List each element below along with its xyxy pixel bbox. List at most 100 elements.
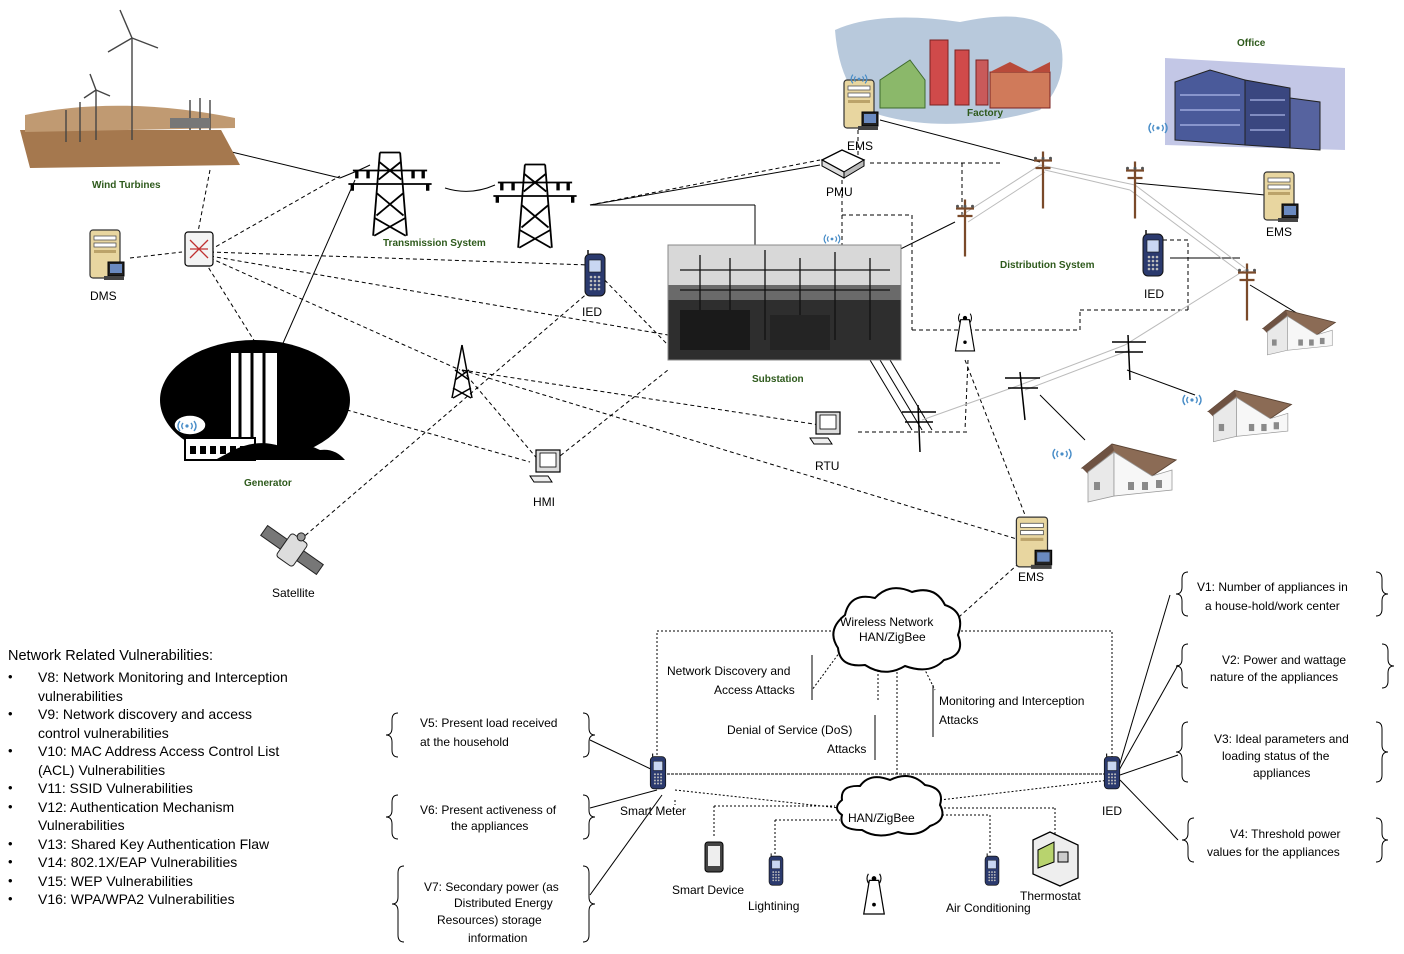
factory-image [835, 16, 1063, 124]
svg-text:appliances: appliances [1253, 766, 1310, 780]
ems-office-server-icon [1263, 171, 1299, 223]
network-vulnerabilities-list: V8: Network Monitoring and Interception … [8, 668, 288, 909]
substation-label: Substation [752, 374, 804, 385]
hmi-label: HMI [533, 495, 555, 509]
wireless-network-cloud [832, 587, 962, 673]
utility-pole-icon [1032, 150, 1054, 210]
list-item: V14: 802.1X/EAP Vulnerabilities [8, 853, 288, 872]
distribution-system-label: Distribution System [1000, 260, 1095, 271]
network-discovery-attack-label: Network Discovery and Access Attacks [667, 655, 813, 700]
ied-home-icon [1103, 752, 1121, 790]
network-vulnerabilities-panel: Network Related Vulnerabilities: V8: Net… [8, 648, 288, 909]
list-item: V8: Network Monitoring and Interception … [8, 668, 288, 705]
dms-label: DMS [90, 289, 117, 303]
svg-text:V4: Threshold power: V4: Threshold power [1230, 827, 1341, 841]
ems-home-server-icon [1015, 516, 1053, 570]
svg-text:at the household: at the household [420, 735, 509, 749]
ied-distribution-icon [1142, 230, 1164, 277]
list-item: V13: Shared Key Authentication Flaw [8, 835, 288, 854]
vulnerability-v6: V6: Present activeness of the appliances [385, 794, 596, 840]
distribution-pole-icon [902, 334, 1146, 453]
satellite-label: Satellite [272, 586, 315, 600]
wireless-network-label: Wireless Network [840, 615, 934, 629]
smart-device-label: Smart Device [672, 883, 744, 897]
han-router-icon [862, 872, 886, 915]
ems-home-label: EMS [1018, 570, 1044, 584]
monitoring-attack-label: Monitoring and Interception Attacks [932, 685, 1084, 737]
svg-text:V5: Present load received: V5: Present load received [420, 716, 557, 730]
transmission-tower-icon [347, 151, 433, 237]
svg-text:Resources) storage: Resources) storage [437, 913, 542, 927]
svg-text:information: information [468, 931, 527, 945]
utility-pole-icon [954, 198, 976, 258]
svg-text:loading status of the: loading status of the [1222, 749, 1330, 763]
thermostat-label: Thermostat [1020, 889, 1081, 903]
ems-office-label: EMS [1266, 225, 1292, 239]
svg-text:the appliances: the appliances [451, 819, 528, 833]
vulnerability-v7: V7: Secondary power (as Distributed Ener… [391, 865, 596, 945]
dos-attack-label: Denial of Service (DoS) Attacks [727, 715, 876, 760]
ied-distribution-label: IED [1144, 287, 1164, 301]
ied-transmission-label: IED [582, 305, 602, 319]
transmission-tower-icon [492, 163, 578, 249]
wireless-network-sublabel: HAN/ZigBee [859, 630, 926, 644]
vulnerability-v2: V2: Power and wattage nature of the appl… [1175, 643, 1395, 689]
ied-home-label: IED [1102, 804, 1122, 818]
vulnerability-v3: V3: Ideal parameters and loading status … [1175, 721, 1389, 783]
generator-label: Generator [244, 478, 292, 489]
network-switch-icon [184, 231, 214, 267]
svg-text:Denial of Service (DoS): Denial of Service (DoS) [727, 723, 852, 737]
lightining-device-icon [768, 852, 784, 886]
wind-turbines-label: Wind Turbines [92, 180, 161, 191]
ems-factory-server-icon [843, 79, 879, 131]
thermostat-icon [1032, 831, 1079, 887]
list-item: V9: Network discovery and access control… [8, 705, 288, 742]
svg-text:Monitoring and Interception: Monitoring and Interception [939, 694, 1084, 708]
utility-pole-icon [1236, 262, 1258, 322]
substation-image [667, 244, 902, 361]
svg-text:Network Discovery and: Network Discovery and [667, 664, 790, 678]
svg-text:values for the appliances: values for the appliances [1207, 845, 1340, 859]
house-icon [1207, 389, 1292, 443]
svg-text:V6: Present activeness of: V6: Present activeness of [420, 803, 557, 817]
satellite-icon [260, 524, 324, 576]
ems-factory-label: EMS [847, 139, 873, 153]
smart-device-icon [704, 841, 724, 873]
list-item: V12: Authentication Mechanism Vulnerabil… [8, 798, 288, 835]
ied-transmission-icon [584, 250, 606, 297]
factory-label: Factory [967, 108, 1004, 119]
office-building-image [1165, 58, 1345, 151]
rtu-computer-icon [809, 411, 841, 445]
pmu-label: PMU [826, 185, 853, 199]
transmission-system-label: Transmission System [383, 238, 486, 249]
hmi-computer-icon [529, 449, 561, 483]
svg-text:Access Attacks: Access Attacks [714, 683, 795, 697]
smart-meter-icon [649, 752, 667, 790]
vulnerability-v1: V1: Number of appliances in a house-hold… [1175, 571, 1389, 617]
list-item: V16: WPA/WPA2 Vulnerabilities [8, 890, 288, 909]
svg-text:Attacks: Attacks [827, 742, 866, 756]
svg-text:V1: Number of appliances in: V1: Number of appliances in [1197, 580, 1348, 594]
dms-server-icon [89, 229, 125, 281]
svg-text:V7: Secondary power (as: V7: Secondary power (as [424, 880, 559, 894]
han-zigbee-cloud [836, 775, 944, 837]
house-icon [1081, 443, 1177, 503]
svg-text:V3: Ideal parameters and: V3: Ideal parameters and [1214, 732, 1349, 746]
pmu-icon [820, 149, 866, 179]
svg-text:Distributed Energy: Distributed Energy [454, 896, 553, 910]
smart-meter-label: Smart Meter [620, 804, 686, 818]
svg-text:a house-hold/work center: a house-hold/work center [1205, 599, 1340, 613]
house-icon [1262, 309, 1336, 356]
wireless-router-icon [954, 312, 976, 352]
network-vulnerabilities-title: Network Related Vulnerabilities: [8, 648, 213, 664]
wind-turbines-image [20, 9, 240, 168]
svg-text:nature of the appliances: nature of the appliances [1210, 670, 1338, 684]
vulnerability-v5: V5: Present load received at the househo… [385, 712, 596, 758]
office-label: Office [1237, 38, 1266, 49]
air-conditioning-label: Air Conditioning [946, 901, 1031, 915]
list-item: V15: WEP Vulnerabilities [8, 872, 288, 891]
lightining-label: Lightining [748, 899, 799, 913]
list-item: V11: SSID Vulnerabilities [8, 779, 288, 798]
rtu-label: RTU [815, 459, 839, 473]
